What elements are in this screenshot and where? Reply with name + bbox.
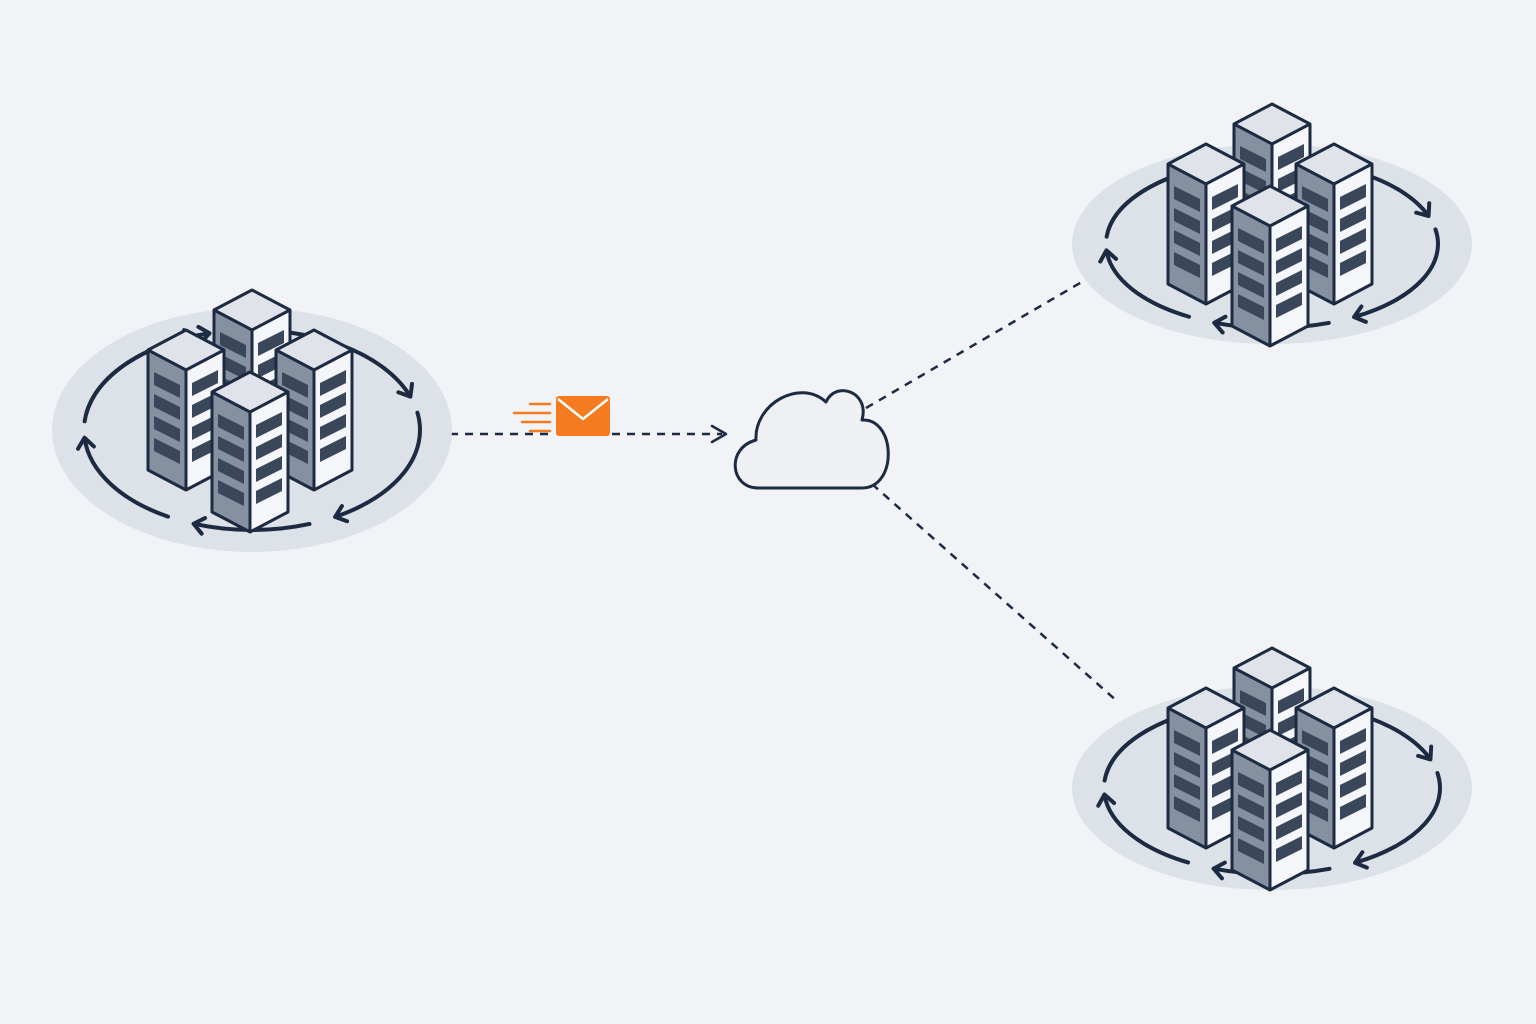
clusters	[52, 102, 1472, 892]
cycle-arrowhead	[1096, 792, 1117, 808]
cycle-arrowhead	[1352, 304, 1368, 324]
cloud-icon	[733, 389, 890, 490]
cycle-arrowhead	[1414, 201, 1432, 219]
cycle-arrowhead	[396, 381, 414, 399]
cluster-left	[52, 288, 452, 552]
cycle-arrowhead	[1353, 850, 1369, 870]
cycle-arrowhead	[1211, 860, 1227, 881]
server-rack-icon	[1230, 184, 1310, 348]
cycle-ring-segment	[1102, 793, 1190, 865]
edge-cloud-to-top-right	[865, 274, 1093, 410]
cycle-arrowhead	[191, 516, 208, 536]
server-rack-icon	[1230, 728, 1310, 892]
message-packet	[512, 396, 610, 436]
cycle-arrowhead	[1416, 744, 1434, 762]
cluster-top-right	[1072, 102, 1472, 348]
cycle-ring-segment	[334, 410, 422, 519]
cycle-ring-segment	[1353, 227, 1440, 319]
cycle-arrowhead	[333, 504, 350, 524]
cycle-arrowhead	[1212, 314, 1228, 335]
cycle-ring-segment	[82, 436, 170, 519]
connections	[450, 274, 1119, 703]
edge-arrowhead	[710, 424, 728, 444]
cycle-arrowhead	[1098, 248, 1119, 264]
envelope-icon	[556, 396, 610, 436]
cycle-ring-segment	[1354, 771, 1442, 865]
cycle-ring-segment	[1104, 249, 1191, 319]
cycle-arrowhead	[76, 435, 96, 451]
cluster-bottom-right	[1072, 646, 1472, 892]
server-rack-icon	[210, 370, 290, 534]
speed-lines-icon	[512, 402, 552, 433]
edge-cloud-to-bottom-right	[871, 483, 1119, 703]
